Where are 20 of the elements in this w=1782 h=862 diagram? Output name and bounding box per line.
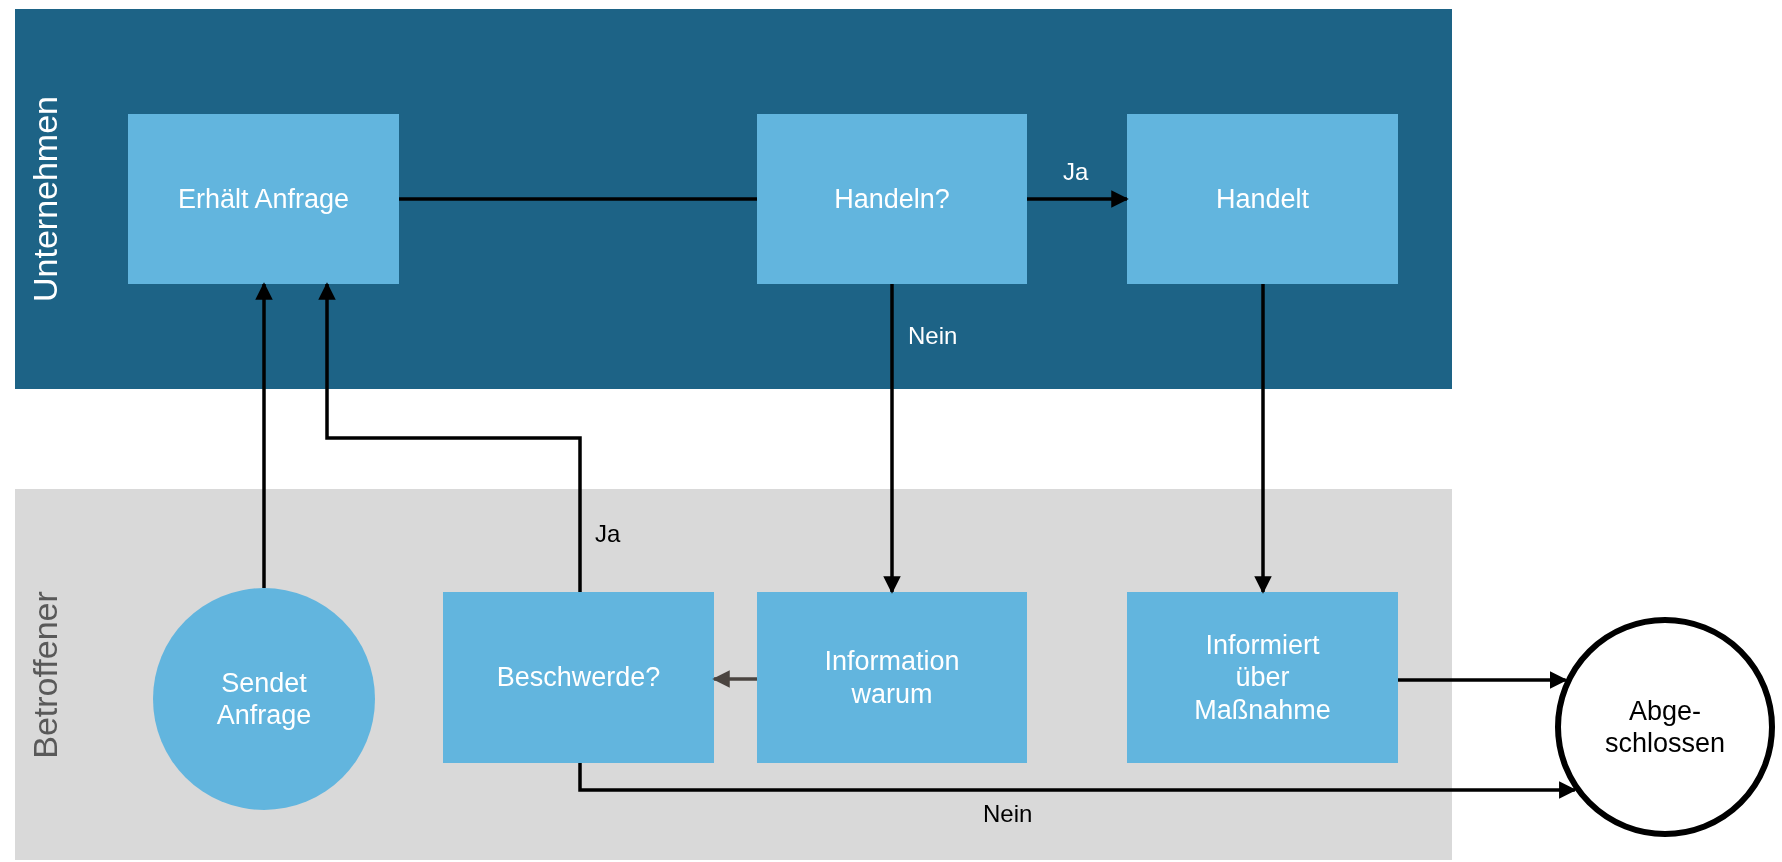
process-box: Erhält Anfrage	[128, 114, 399, 284]
process-box: Informiert über Maßnahme	[1127, 592, 1398, 763]
arrow	[1027, 190, 1129, 208]
lane-heading: Unternehmen	[25, 96, 65, 302]
process-box: Handelt	[1127, 114, 1398, 284]
arrow	[883, 284, 901, 594]
start-circle: Sendet Anfrage	[153, 588, 375, 810]
arrow	[255, 282, 273, 588]
arrow	[1254, 284, 1272, 594]
decision-box: Beschwerde?	[443, 592, 714, 763]
swimlane-band	[15, 489, 1452, 860]
arrow	[318, 282, 582, 592]
end-circle: Abge- schlossen	[1555, 617, 1775, 837]
swimlane-band	[15, 9, 1452, 389]
lane-heading: Betroffener	[25, 590, 65, 759]
arrow	[712, 670, 757, 688]
arrow	[578, 763, 1577, 799]
arrow	[1398, 671, 1568, 689]
decision-box: Handeln?	[757, 114, 1027, 284]
process-box: Information warum	[757, 592, 1027, 763]
